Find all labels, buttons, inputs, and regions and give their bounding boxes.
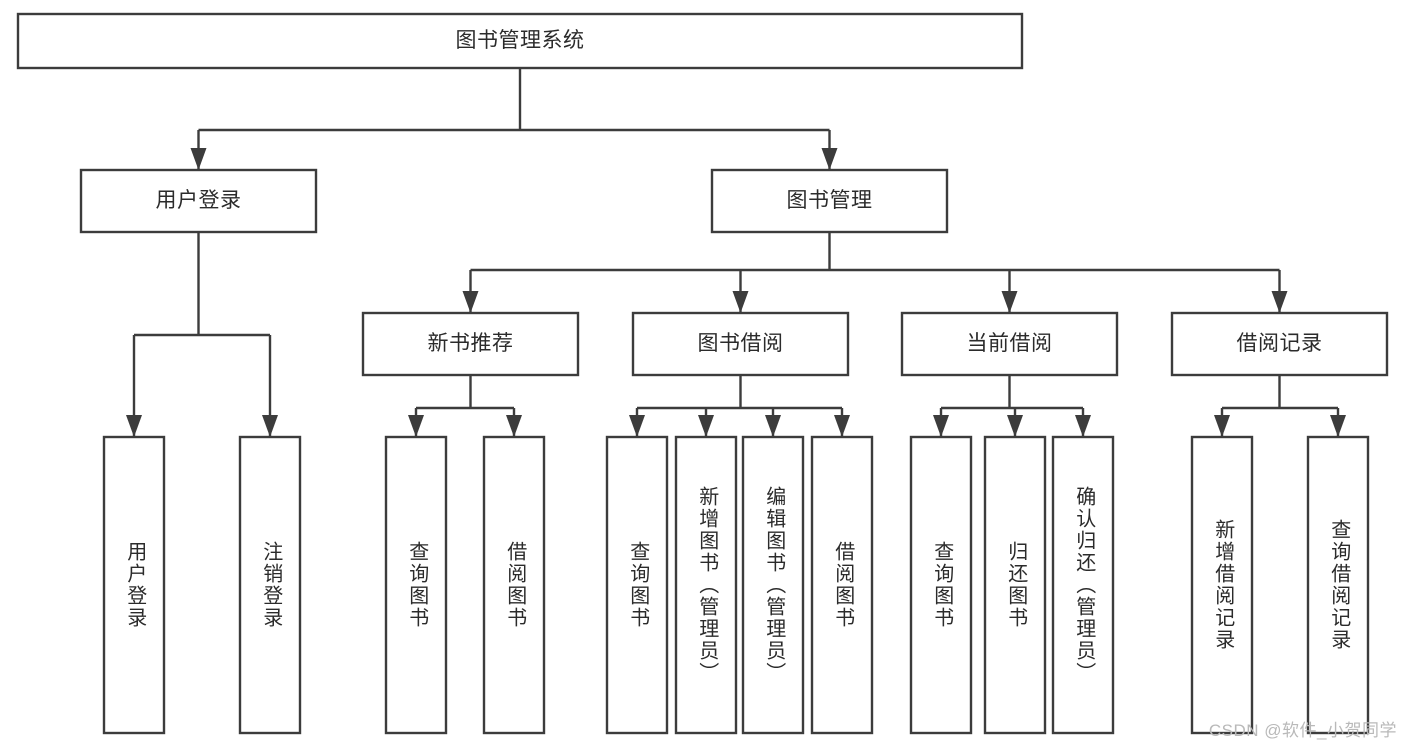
node-box-leaf-logout[interactable]: [238, 435, 302, 735]
arrow-head-icon: [821, 148, 838, 170]
node-box-user-login[interactable]: [79, 168, 318, 234]
arrow-head-icon: [506, 415, 522, 437]
node-box-leaf-return-book[interactable]: [983, 435, 1047, 735]
node-box-leaf-borrow-book-1[interactable]: [482, 435, 546, 735]
node-box-leaf-confirm-return[interactable]: [1051, 435, 1115, 735]
node-box-leaf-edit-book[interactable]: [741, 435, 805, 735]
arrow-head-icon: [732, 291, 749, 313]
node-box-borrow-record[interactable]: [1170, 311, 1389, 377]
arrow-head-icon: [933, 415, 949, 437]
arrow-head-icon: [1271, 291, 1288, 313]
arrow-head-icon: [408, 415, 424, 437]
arrow-head-icon: [698, 415, 714, 437]
node-box-leaf-add-record[interactable]: [1190, 435, 1254, 735]
node-box-leaf-user-login[interactable]: [102, 435, 166, 735]
node-box-leaf-query-book-2[interactable]: [605, 435, 669, 735]
arrow-head-icon: [1001, 291, 1018, 313]
arrow-head-icon: [1075, 415, 1091, 437]
arrow-head-icon: [834, 415, 850, 437]
arrow-head-icon: [262, 415, 278, 437]
node-box-book-borrow[interactable]: [631, 311, 850, 377]
node-box-leaf-borrow-book-2[interactable]: [810, 435, 874, 735]
node-box-leaf-query-book-3[interactable]: [909, 435, 973, 735]
csdn-watermark: CSDN @软件_小贺同学: [1208, 721, 1397, 740]
node-box-book-manage[interactable]: [710, 168, 949, 234]
arrow-head-icon: [629, 415, 645, 437]
arrow-head-icon: [1330, 415, 1346, 437]
node-box-leaf-add-book[interactable]: [674, 435, 738, 735]
node-box-leaf-query-record[interactable]: [1306, 435, 1370, 735]
arrow-head-icon: [1007, 415, 1023, 437]
arrow-head-icon: [190, 148, 207, 170]
node-box-root[interactable]: [16, 12, 1024, 70]
arrow-head-icon: [1214, 415, 1230, 437]
arrow-head-icon: [126, 415, 142, 437]
node-box-current-borrow[interactable]: [900, 311, 1119, 377]
node-box-leaf-query-book-1[interactable]: [384, 435, 448, 735]
arrow-head-icon: [765, 415, 781, 437]
node-box-layer: [16, 12, 1389, 735]
arrow-head-icon: [462, 291, 479, 313]
node-box-new-book-recommend[interactable]: [361, 311, 580, 377]
edge-layer: [126, 68, 1346, 437]
